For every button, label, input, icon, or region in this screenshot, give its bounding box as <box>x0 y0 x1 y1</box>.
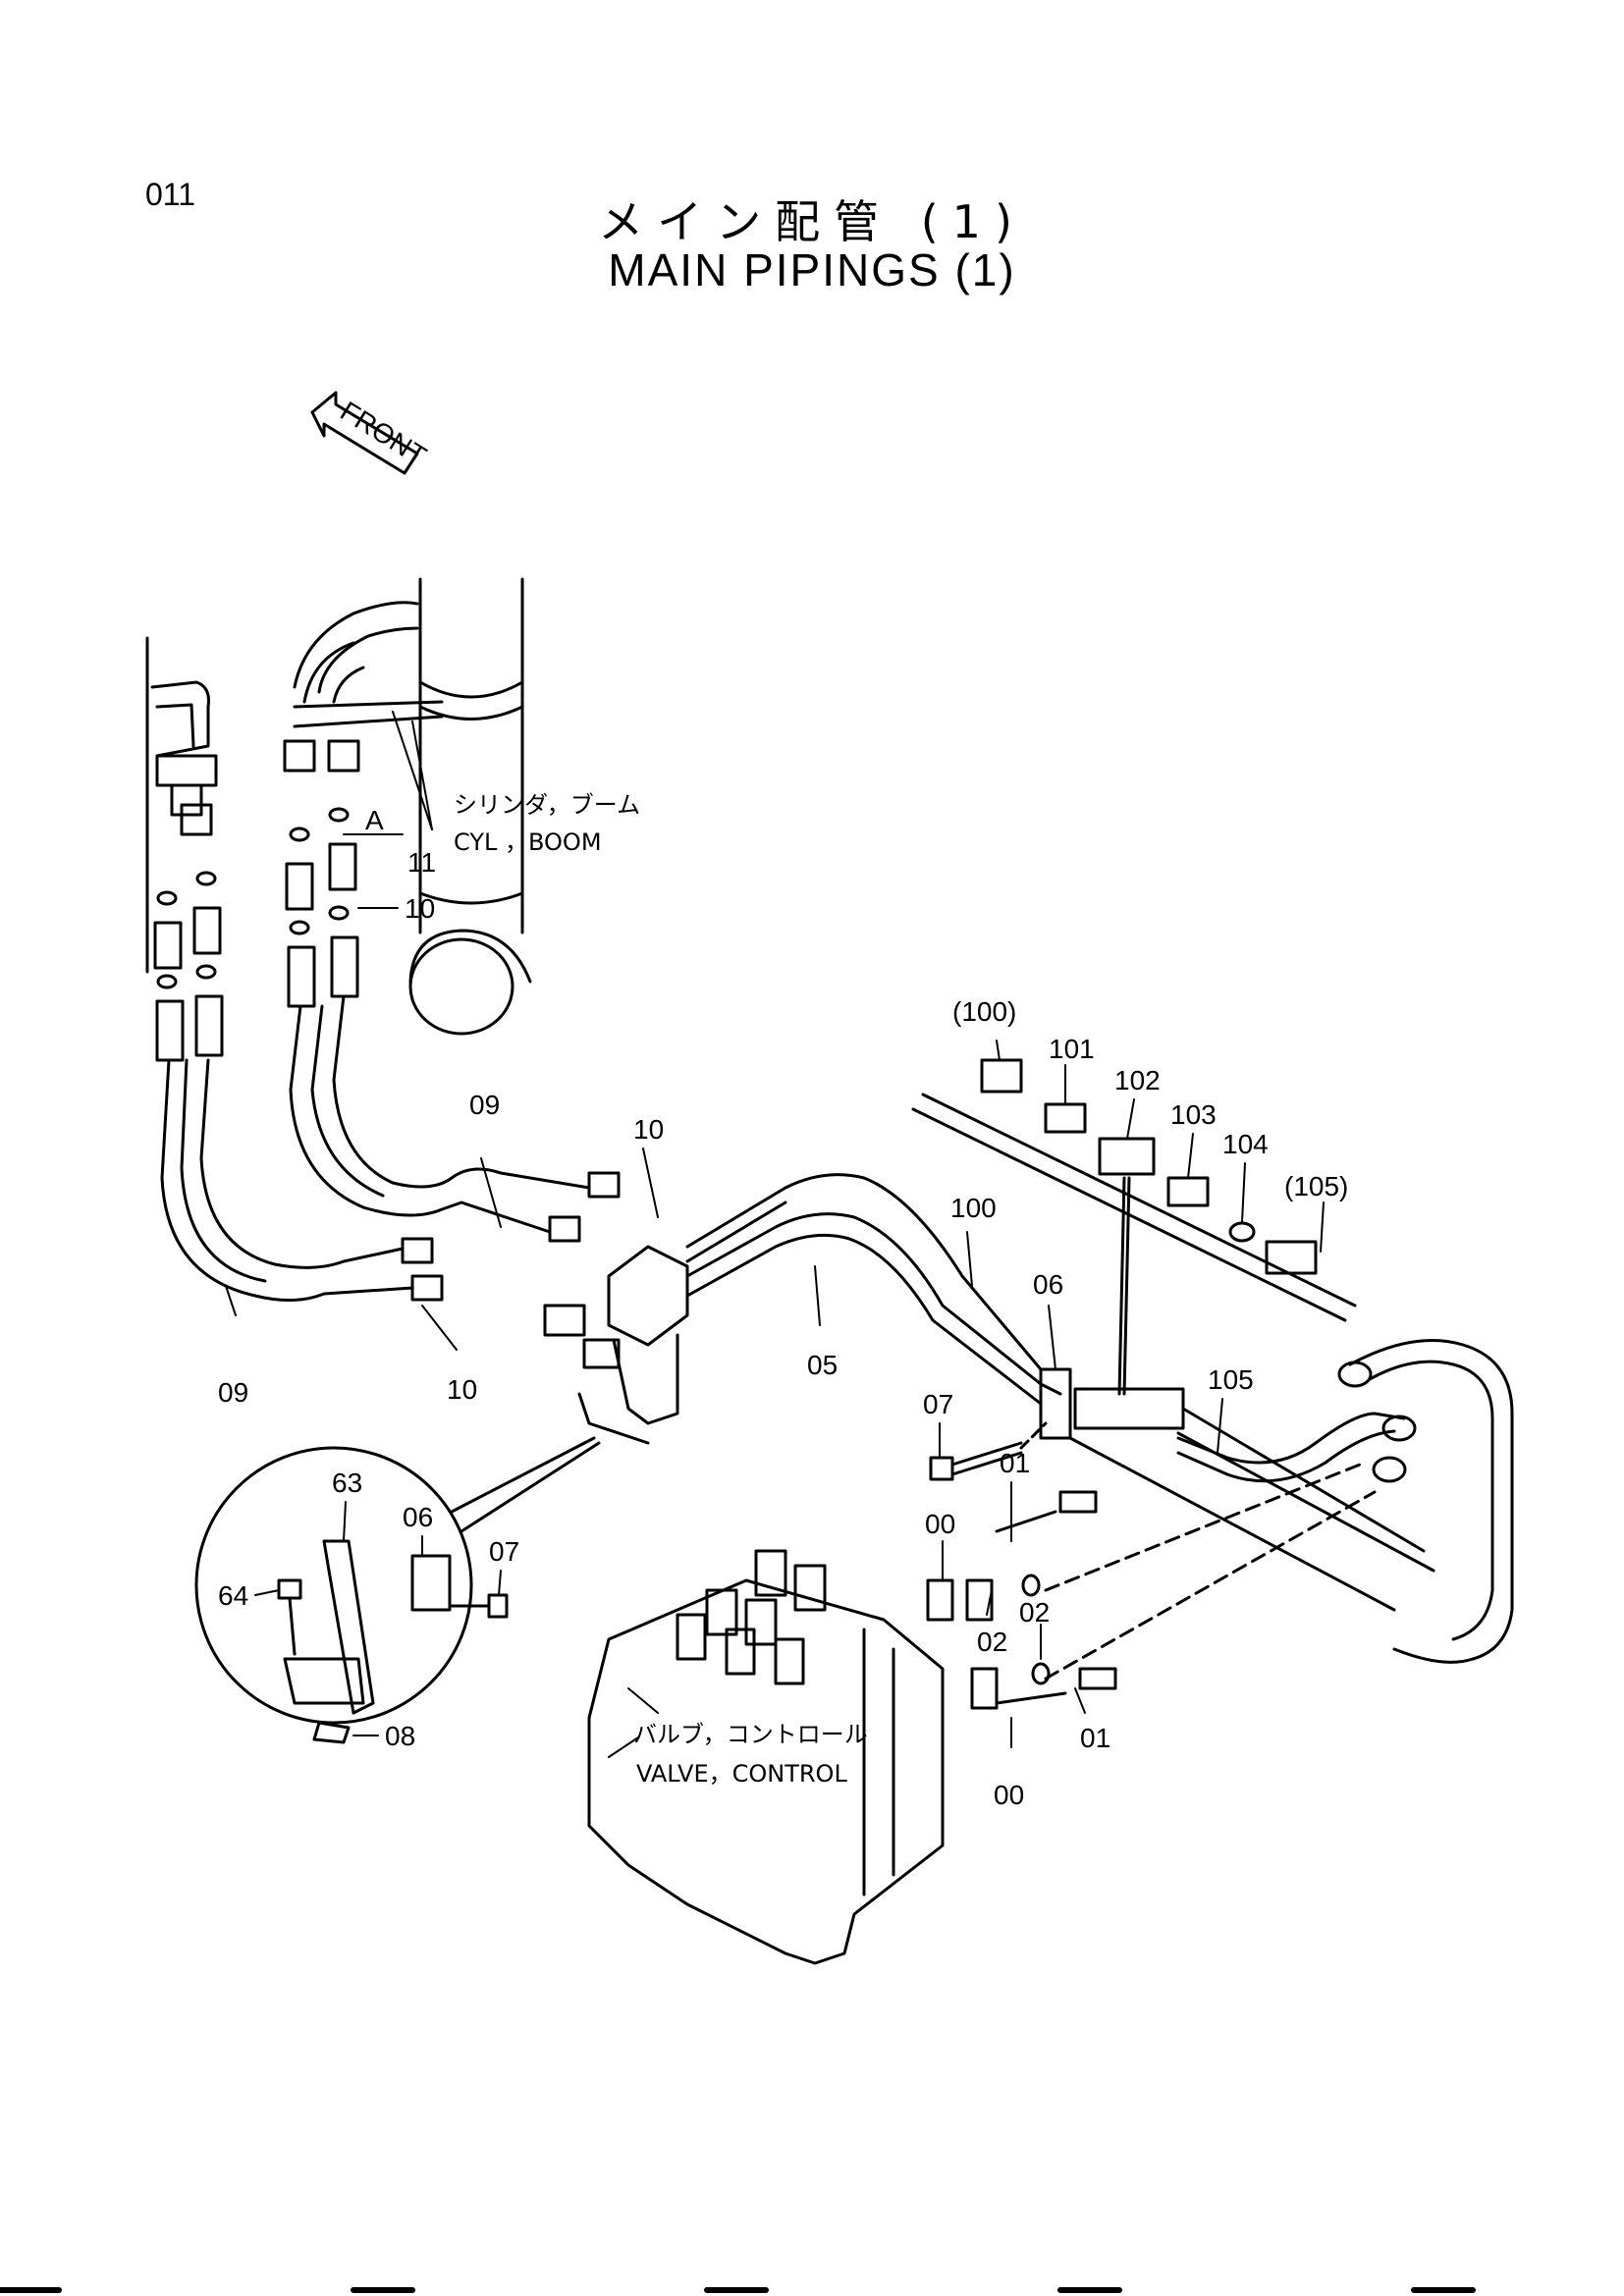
callout-valve-en: VALVE，CONTROL <box>636 1760 847 1788</box>
pipe-105 <box>1176 1339 1514 1664</box>
label-105-paren: (105) <box>1284 1171 1348 1201</box>
label-01-lower: 01 <box>1080 1723 1110 1753</box>
detail-label-08: 08 <box>385 1721 415 1751</box>
bracket-detail-circle <box>194 1436 601 1744</box>
fitting-detail-row <box>911 1058 1357 1396</box>
hoses-09 <box>160 994 621 1303</box>
label-02-right: 02 <box>1019 1597 1050 1628</box>
front-arrow-icon: FRONT <box>310 391 432 475</box>
clamp-and-coupling <box>1039 1367 1435 1612</box>
pipes-05-100 <box>685 1173 1062 1406</box>
label-09-bottom: 09 <box>218 1377 248 1408</box>
callout-boom-jp: シリンダ，ブーム <box>454 791 640 819</box>
label-100-paren: (100) <box>952 996 1016 1027</box>
detail-label-64: 64 <box>218 1580 248 1611</box>
label-104: 104 <box>1222 1129 1269 1159</box>
title-japanese: メイン配管 (1) <box>598 195 1026 248</box>
label-09-middle: 09 <box>469 1090 500 1120</box>
bolt-07 <box>929 1421 1048 1481</box>
page-number: 011 <box>145 177 196 212</box>
label-02-left: 02 <box>977 1627 1007 1657</box>
pipe-junction-block <box>543 1245 689 1445</box>
callout-boom-en: CYL ，BOOM <box>454 828 602 856</box>
label-10-bottom: 10 <box>447 1374 477 1405</box>
label-101: 101 <box>1049 1034 1095 1064</box>
detail-label-63: 63 <box>332 1468 362 1498</box>
label-A: A <box>365 805 384 835</box>
control-valve-body <box>587 1461 1377 1965</box>
boom-hose-fittings <box>283 739 360 1008</box>
label-100: 100 <box>950 1193 997 1223</box>
leader-lines <box>225 711 1325 1758</box>
detail-label-06: 06 <box>403 1502 433 1532</box>
label-105: 105 <box>1208 1364 1254 1395</box>
label-07: 07 <box>923 1389 953 1419</box>
left-valve-block <box>145 636 218 974</box>
label-102: 102 <box>1114 1065 1161 1095</box>
label-10-top: 10 <box>405 893 435 924</box>
label-103: 103 <box>1170 1099 1217 1130</box>
part-number-labels: A 11 10 09 10 09 10 05 100 06 07 105 01 … <box>218 805 1348 1810</box>
label-01-upper: 01 <box>1000 1448 1030 1478</box>
label-00-upper: 00 <box>925 1509 955 1539</box>
label-05: 05 <box>807 1350 838 1380</box>
label-10-middle: 10 <box>633 1114 664 1145</box>
boom-cylinder <box>293 577 532 1036</box>
label-00-lower: 00 <box>994 1780 1024 1810</box>
label-11: 11 <box>407 847 436 878</box>
callout-valve-jp: バルブ，コントロール <box>633 1721 868 1748</box>
detail-label-07: 07 <box>489 1536 519 1567</box>
component-callouts: シリンダ，ブーム CYL ，BOOM バルブ，コントロール VALVE，CONT… <box>454 791 868 1788</box>
title-english: MAIN PIPINGS (1) <box>608 244 1016 295</box>
left-hose-fittings <box>153 803 224 1062</box>
label-06: 06 <box>1033 1269 1063 1300</box>
